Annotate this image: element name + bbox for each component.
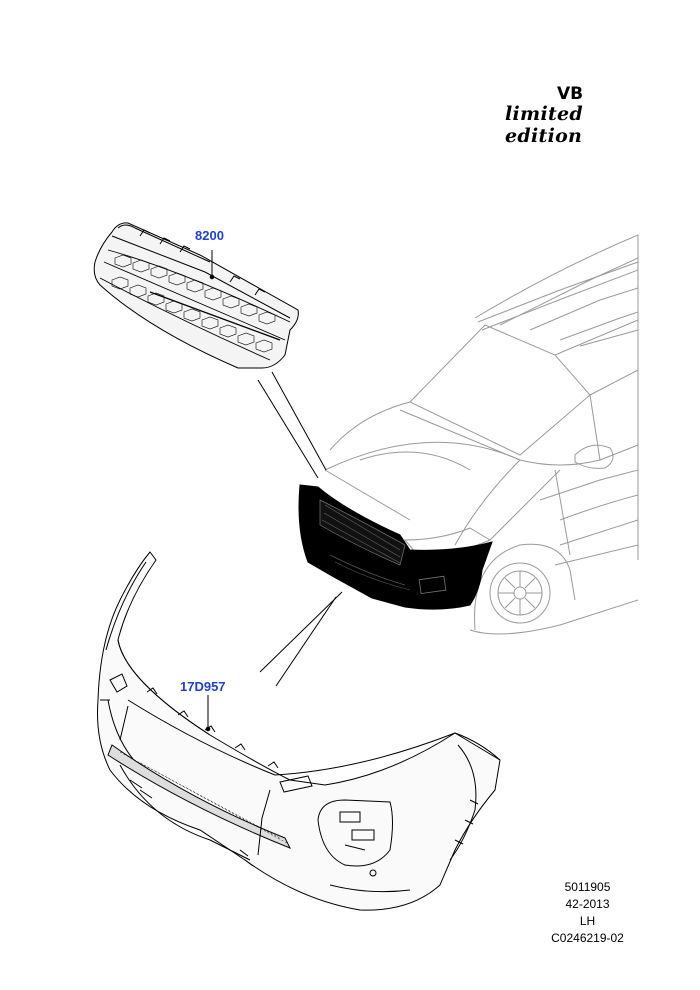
leader-lines-bumper	[259, 591, 343, 687]
leader-lines-grille	[257, 371, 327, 479]
drawing-number: 5011905	[564, 880, 611, 894]
bumper-part	[97, 551, 501, 911]
model-code: VB	[556, 84, 584, 104]
bumper-part-number[interactable]: 17D957	[180, 679, 226, 694]
side-indicator: LH	[579, 914, 596, 928]
grille-part	[93, 222, 299, 369]
grille-part-number[interactable]: 8200	[195, 228, 224, 243]
vehicle-outline	[324, 234, 639, 635]
vehicle-front-highlight	[298, 484, 493, 610]
reference-code: C0246219-02	[551, 931, 624, 945]
edition-label: limited edition	[505, 103, 584, 147]
date-code: 42-2013	[565, 897, 610, 911]
drawing-info: 5011905 42-2013 LH C0246219-02	[540, 879, 635, 947]
